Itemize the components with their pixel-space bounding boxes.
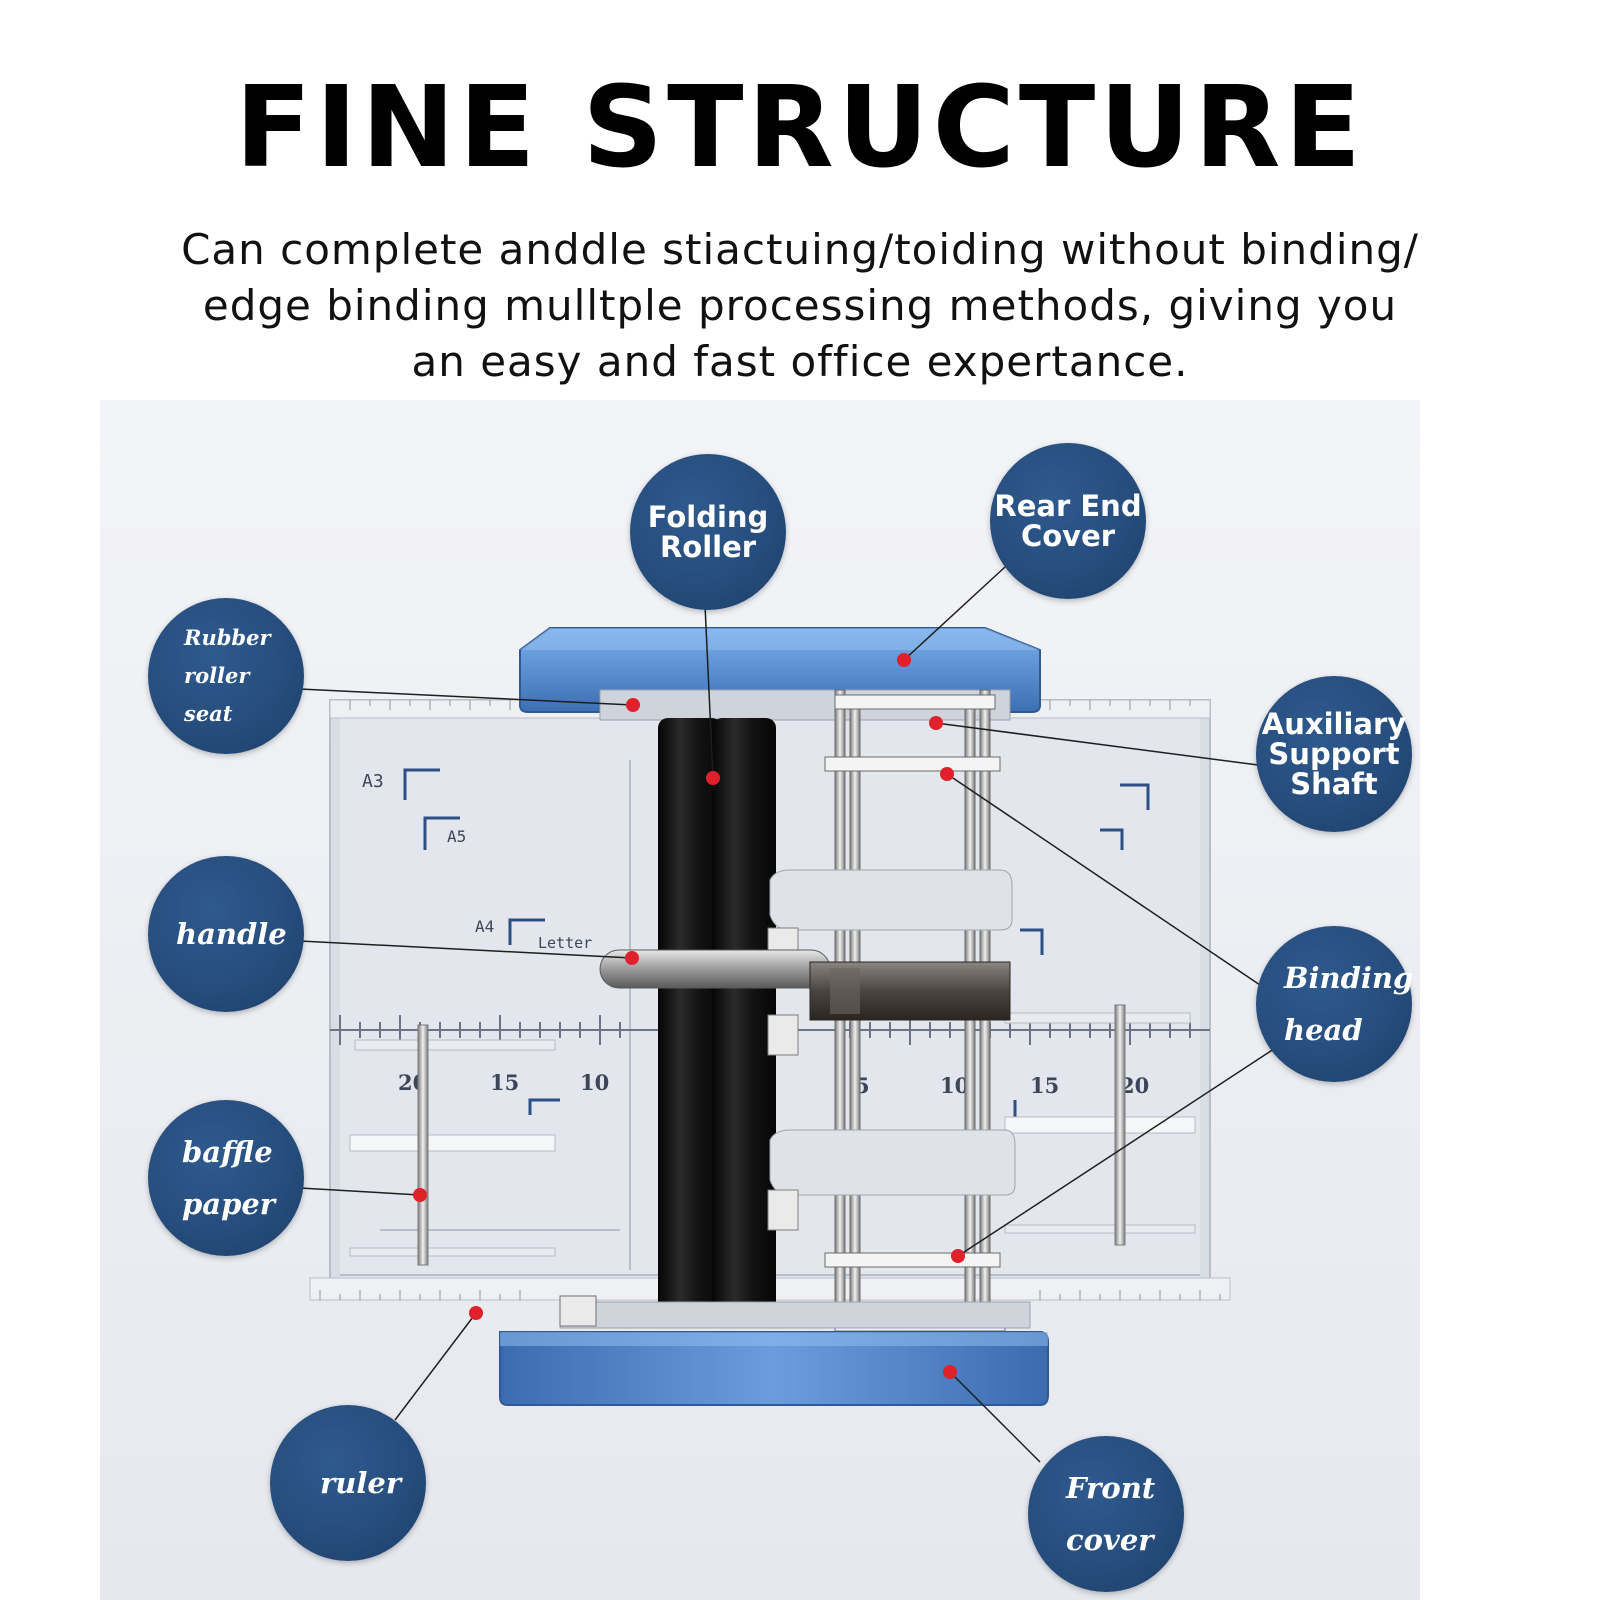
description: Can complete anddle stiactuing/toiding w… (100, 222, 1500, 390)
callout-rear-end-cover: Rear End Cover (990, 443, 1146, 599)
page-title: FINE STRUCTURE (235, 63, 1365, 193)
marker-rubber-roller-seat (626, 698, 640, 712)
callout-rear-end-cover-line-1: Rear End (994, 489, 1142, 523)
callout-folding-roller-line-2: Roller (659, 530, 757, 564)
callout-rubber-roller-seat-line-3: seat (184, 701, 233, 726)
marker-ruler (469, 1306, 483, 1320)
left-scale-10: 10 (580, 1070, 609, 1095)
callout-front-cover: Front cover (1028, 1436, 1184, 1592)
leader-lines (299, 566, 1281, 1463)
callout-handle: handle (148, 856, 304, 1012)
marker-baffle-paper (413, 1188, 427, 1202)
leader-front-cover (949, 1371, 1041, 1463)
label-a5: A5 (447, 827, 466, 846)
description-line-3: an easy and fast office expertance. (411, 337, 1189, 386)
right-scale-15: 15 (1030, 1073, 1059, 1098)
callout-front-cover-line-1: Front (1066, 1471, 1156, 1505)
board-labels: A3 A5 A4 Letter (362, 771, 592, 952)
leader-handle (299, 940, 633, 959)
paper-size-guides (403, 768, 1150, 1118)
label-a4: A4 (475, 917, 494, 936)
callout-markers (413, 653, 965, 1379)
description-line-2: edge binding mulltple processing methods… (202, 281, 1398, 330)
marker-auxiliary-support-shaft (929, 716, 943, 730)
callout-rubber-roller-seat-line-2: roller (184, 663, 250, 688)
callout-auxiliary-support-shaft-line-3: Shaft (1290, 767, 1378, 801)
callout-ruler: ruler (270, 1405, 426, 1561)
right-scale-10: 10 (940, 1073, 969, 1098)
callout-auxiliary-support-shaft-line-2: Support (1268, 737, 1400, 771)
callout-auxiliary-support-shaft: Auxiliary Support Shaft (1256, 676, 1412, 832)
callout-folding-roller-line-1: Folding (647, 500, 769, 534)
label-a3: A3 (362, 771, 384, 792)
leader-auxiliary-support-shaft (935, 722, 1259, 766)
bottom-ruler-ticks (319, 1290, 1221, 1300)
callout-binding-head-line-1: Binding (1284, 961, 1414, 995)
callout-ruler-line-1: ruler (320, 1466, 402, 1500)
callout-folding-roller: Folding Roller (630, 454, 786, 610)
callout-binding-head: Binding head (1256, 926, 1414, 1082)
leader-folding-roller (704, 604, 714, 779)
leader-rear-end-cover (903, 566, 1006, 661)
front-cover (499, 1331, 1049, 1406)
marker-folding-roller (706, 771, 720, 785)
left-scale-15: 15 (490, 1070, 519, 1095)
handle-assembly (599, 949, 1011, 1021)
leader-binding-head-lower (957, 1044, 1281, 1257)
leader-binding-head-upper (946, 773, 1261, 986)
front-plate (559, 1301, 1031, 1329)
description-line-1: Can complete anddle stiactuing/toiding w… (181, 225, 1419, 274)
callout-baffle-paper-line-1: baffle (182, 1135, 273, 1169)
callout-rear-end-cover-line-2: Cover (1020, 519, 1116, 553)
callout-baffle-paper: baffle paper (148, 1100, 304, 1256)
left-baffle-assembly (349, 1024, 556, 1266)
marker-rear-end-cover (897, 653, 911, 667)
callout-handle-line-1: handle (176, 917, 287, 951)
marker-handle (625, 951, 639, 965)
callout-auxiliary-support-shaft-line-1: Auxiliary (1261, 707, 1407, 741)
marker-binding-head-lower (951, 1249, 965, 1263)
label-letter: Letter (538, 934, 592, 952)
marker-binding-head-upper (940, 767, 954, 781)
front-clip (559, 1295, 597, 1327)
callout-rubber-roller-seat: Rubber roller seat (148, 598, 304, 754)
callout-binding-head-line-2: head (1284, 1013, 1363, 1047)
leader-baffle-paper (299, 1187, 421, 1196)
leader-ruler (394, 1312, 477, 1421)
leader-rubber-roller-seat (299, 688, 634, 706)
callout-front-cover-line-2: cover (1066, 1523, 1154, 1557)
marker-front-cover (943, 1365, 957, 1379)
folding-rollers (658, 718, 776, 1324)
callout-rubber-roller-seat-line-1: Rubber (184, 625, 271, 650)
callout-baffle-paper-line-2: paper (182, 1187, 276, 1221)
